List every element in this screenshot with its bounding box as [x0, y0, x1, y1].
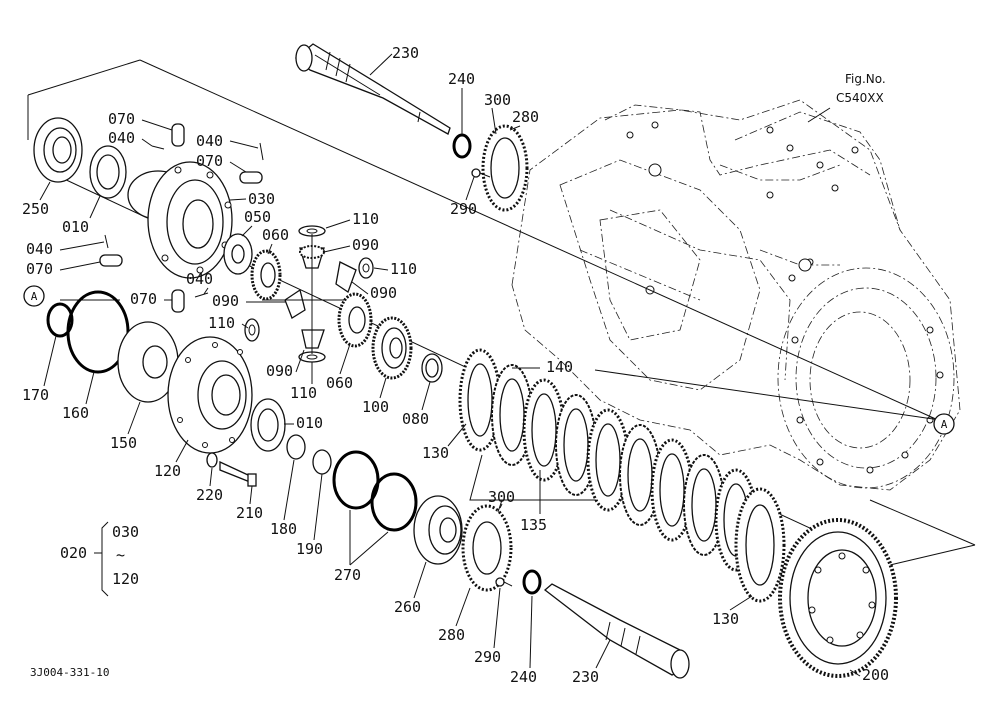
part-label: 070 [108, 110, 135, 128]
part-label: 040 [196, 132, 223, 150]
side-gear-upper [250, 249, 282, 301]
callout-marker-right: A [933, 413, 955, 435]
part-label: 090 [266, 362, 293, 380]
thrust-washer-050 [223, 233, 253, 275]
pinion-gears [244, 225, 374, 363]
part-label: 070 [26, 260, 53, 278]
axle-shaft-lower [543, 583, 690, 679]
o-ring-270b [370, 472, 418, 532]
transmission-housing [511, 99, 961, 491]
o-ring-270a [332, 450, 380, 510]
part-labels: 230 240 300 280 290 070 040 040 070 030 … [22, 44, 889, 686]
part-label: 290 [450, 200, 477, 218]
part-label: 090 [370, 284, 397, 302]
part-label: 260 [394, 598, 421, 616]
pulsar-plate-upper [481, 124, 529, 212]
part-label: 210 [236, 504, 263, 522]
part-label: 090 [352, 236, 379, 254]
part-label: 270 [334, 566, 361, 584]
part-label: 140 [546, 358, 573, 376]
part-label: 170 [22, 386, 49, 404]
oil-seal-lower [250, 398, 286, 452]
range-end: 120 [112, 570, 139, 588]
differential-case [127, 161, 233, 279]
part-label: 060 [326, 374, 353, 392]
ring-190 [312, 449, 332, 475]
part-label: 240 [448, 70, 475, 88]
fig-no-value: C540XX [836, 91, 884, 105]
seal-ring-lower [522, 569, 542, 595]
part-label: 010 [296, 414, 323, 432]
cover-plate-150 [117, 321, 179, 403]
part-label: 040 [108, 129, 135, 147]
ring-gear-200 [778, 518, 898, 678]
part-label: 010 [62, 218, 89, 236]
part-label: 250 [22, 200, 49, 218]
part-label: 060 [262, 226, 289, 244]
part-label: 290 [474, 648, 501, 666]
figure-number-block: Fig.No. C540XX [807, 72, 886, 123]
brake-piston-260 [413, 495, 463, 565]
part-label: 280 [512, 108, 539, 126]
part-label: 070 [196, 152, 223, 170]
svg-text:A: A [31, 290, 38, 303]
part-label: 190 [296, 540, 323, 558]
part-label: 110 [290, 384, 317, 402]
pin-lower [497, 499, 503, 513]
part-label: 040 [186, 270, 213, 288]
pulsar-plate-lower [461, 504, 513, 592]
oil-seal-upper [89, 145, 127, 199]
washer-080 [421, 353, 443, 383]
range-start: 030 [112, 523, 139, 541]
fig-no-label: Fig.No. [845, 72, 886, 86]
part-label: 200 [862, 666, 889, 684]
part-label: 030 [248, 190, 275, 208]
svg-text:A: A [941, 418, 948, 431]
group-legend: 020 030 ~ 120 [60, 521, 139, 597]
part-label: 090 [212, 292, 239, 310]
part-label: 110 [390, 260, 417, 278]
range-sep: ~ [116, 546, 125, 564]
ring-180 [286, 434, 306, 460]
part-label: 280 [438, 626, 465, 644]
part-label: 220 [196, 486, 223, 504]
part-label: 040 [26, 240, 53, 258]
part-label: 230 [392, 44, 419, 62]
part-label: 240 [510, 668, 537, 686]
o-ring-170 [46, 302, 74, 338]
callout-marker-left: A [23, 285, 45, 307]
part-label: 300 [488, 488, 515, 506]
part-label: 230 [572, 668, 599, 686]
bearing-250 [33, 117, 83, 183]
bearing-housing-120 [167, 336, 253, 454]
part-label: 135 [520, 516, 547, 534]
part-label: 080 [402, 410, 429, 428]
axle-shaft-upper [294, 43, 451, 135]
part-label: 110 [208, 314, 235, 332]
side-gear-lower [337, 292, 373, 348]
part-label: 100 [362, 398, 389, 416]
part-label: 050 [244, 208, 271, 226]
part-label: 120 [154, 462, 181, 480]
drawing-code: 3J004-331-10 [30, 666, 109, 679]
part-label: 130 [422, 444, 449, 462]
part-label: 130 [712, 610, 739, 628]
screw-upper [471, 168, 491, 178]
pins-upper-left [99, 123, 264, 313]
part-label: 160 [62, 404, 89, 422]
part-label: 070 [130, 290, 157, 308]
screw-lower [495, 577, 513, 587]
brake-disc-stack [458, 348, 786, 603]
group-number: 020 [60, 544, 87, 562]
spur-gear-100 [371, 316, 413, 380]
part-label: 300 [484, 91, 511, 109]
part-label: 180 [270, 520, 297, 538]
part-label: 110 [352, 210, 379, 228]
part-label: 150 [110, 434, 137, 452]
seal-ring-upper [452, 133, 472, 159]
bolt-and-washer [206, 452, 257, 487]
